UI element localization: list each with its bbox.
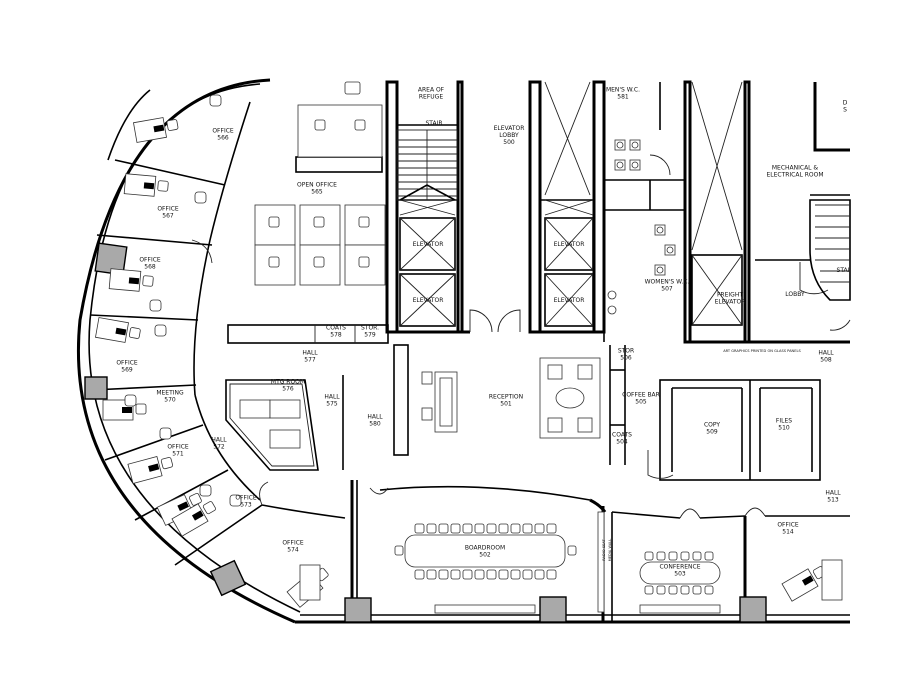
stair-east [809, 199, 851, 301]
room-label-r_stair2: STAI [837, 267, 850, 274]
room-label-507: WOMEN'S W.C.507 [645, 279, 690, 293]
room-label-579: STOR.579 [361, 325, 379, 339]
elevator-label-4: ELEVATOR [554, 297, 585, 304]
elevator-label-1: ELEVATOR [413, 241, 444, 248]
art-graphics-note: ART GRAPHICS PRINTED ON GLASS PANELS [723, 349, 801, 353]
room-label-r_lobby: LOBBY [785, 291, 805, 298]
side-unit-label-1: RADIO SEAT [602, 538, 606, 560]
stair-west [396, 129, 458, 201]
room-label-581: MEN'S W.C.581 [606, 87, 640, 101]
door-swings [191, 154, 851, 519]
elevator-label-2: ELEVATOR [413, 297, 444, 304]
room-label-r_mech: MECHANICAL &ELECTRICAL ROOM [766, 165, 823, 179]
furniture [95, 81, 843, 614]
curved-exterior-wall [77, 78, 301, 624]
elevator-cabs [399, 81, 743, 327]
elevator-label-3: ELEVATOR [554, 241, 585, 248]
room-label-r_stair: STAIR [425, 120, 442, 127]
side-unit-label-2: MEDIA WALL [608, 539, 612, 562]
structural-columns [84, 242, 767, 623]
interior-walls [89, 80, 850, 624]
